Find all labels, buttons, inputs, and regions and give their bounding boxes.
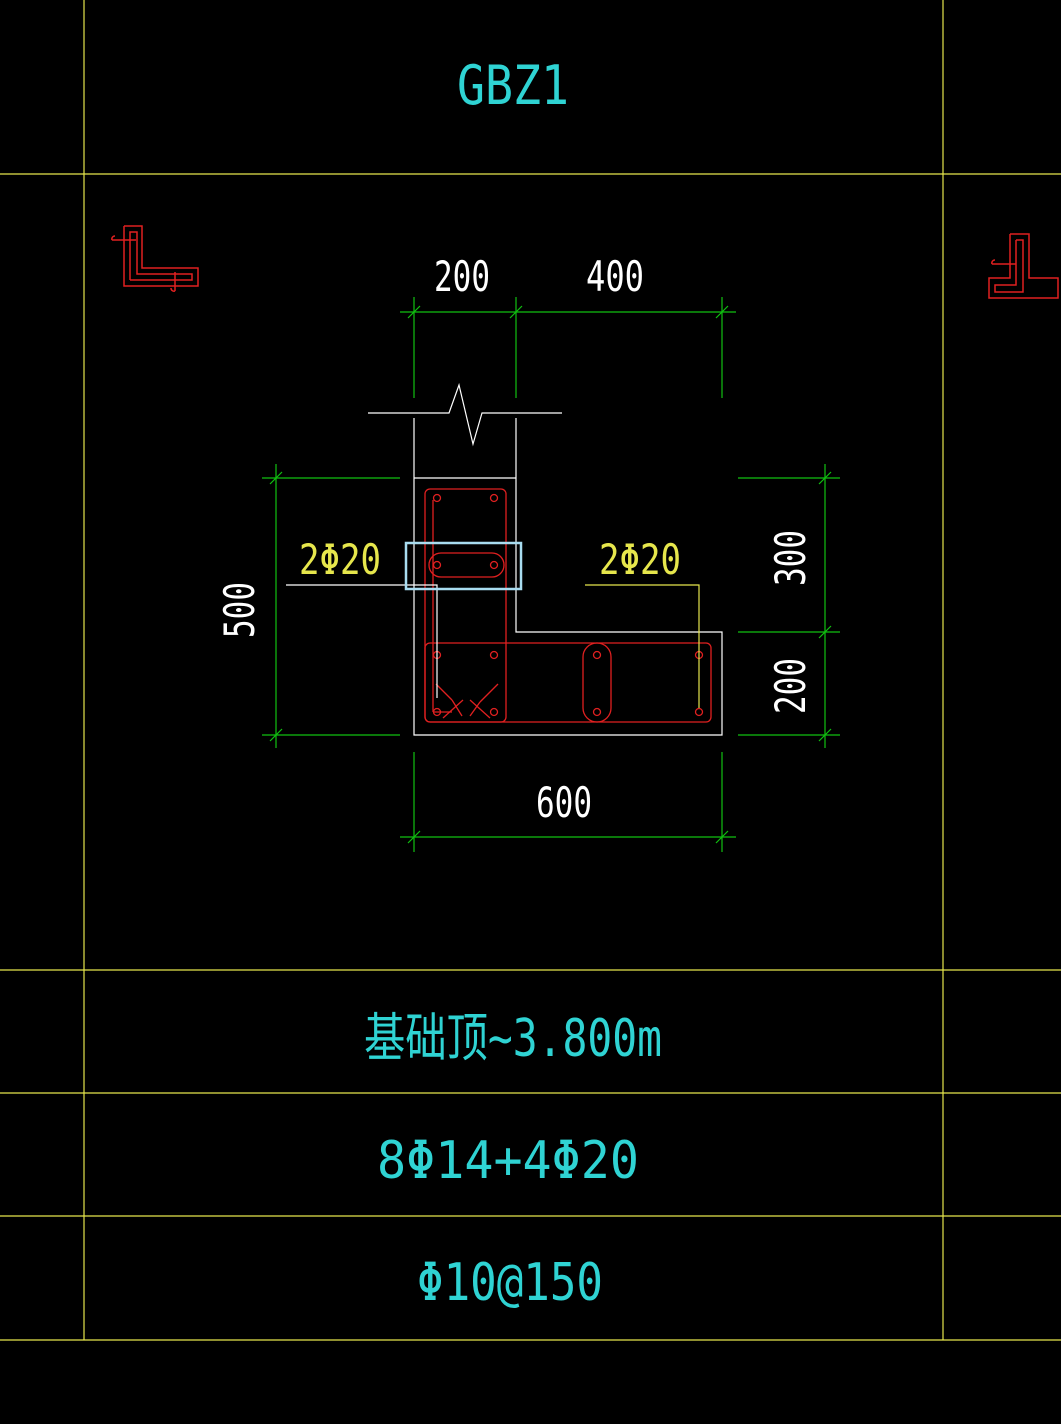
dimension-lines — [262, 297, 840, 852]
rebar-bars — [432, 493, 704, 717]
section-thumbnail-icon — [111, 225, 199, 292]
dimension-bottom: 600 — [536, 778, 592, 827]
dimension-left: 500 — [215, 582, 264, 638]
rebar-cage — [424, 488, 712, 723]
dimension-right-upper: 300 — [766, 530, 815, 586]
section-outline — [368, 382, 723, 736]
dimension-top-left: 200 — [434, 252, 490, 301]
dimension-top-right: 400 — [586, 252, 644, 301]
section-thumbnail-icon — [988, 233, 1059, 299]
selection-box[interactable] — [404, 541, 523, 591]
callout-right: 2Φ20 — [599, 535, 681, 584]
longitudinal-rebar: 8Φ14+4Φ20 — [377, 1131, 639, 1191]
callout-left: 2Φ20 — [299, 535, 381, 584]
callout-leaders — [286, 584, 700, 708]
stirrup-spec: Φ10@150 — [417, 1253, 603, 1313]
dimension-right-lower: 200 — [766, 658, 815, 714]
table-grid — [0, 0, 1061, 1341]
elevation-range: 基础顶~3.800m — [364, 1009, 662, 1069]
table-title: GBZ1 — [457, 54, 569, 117]
